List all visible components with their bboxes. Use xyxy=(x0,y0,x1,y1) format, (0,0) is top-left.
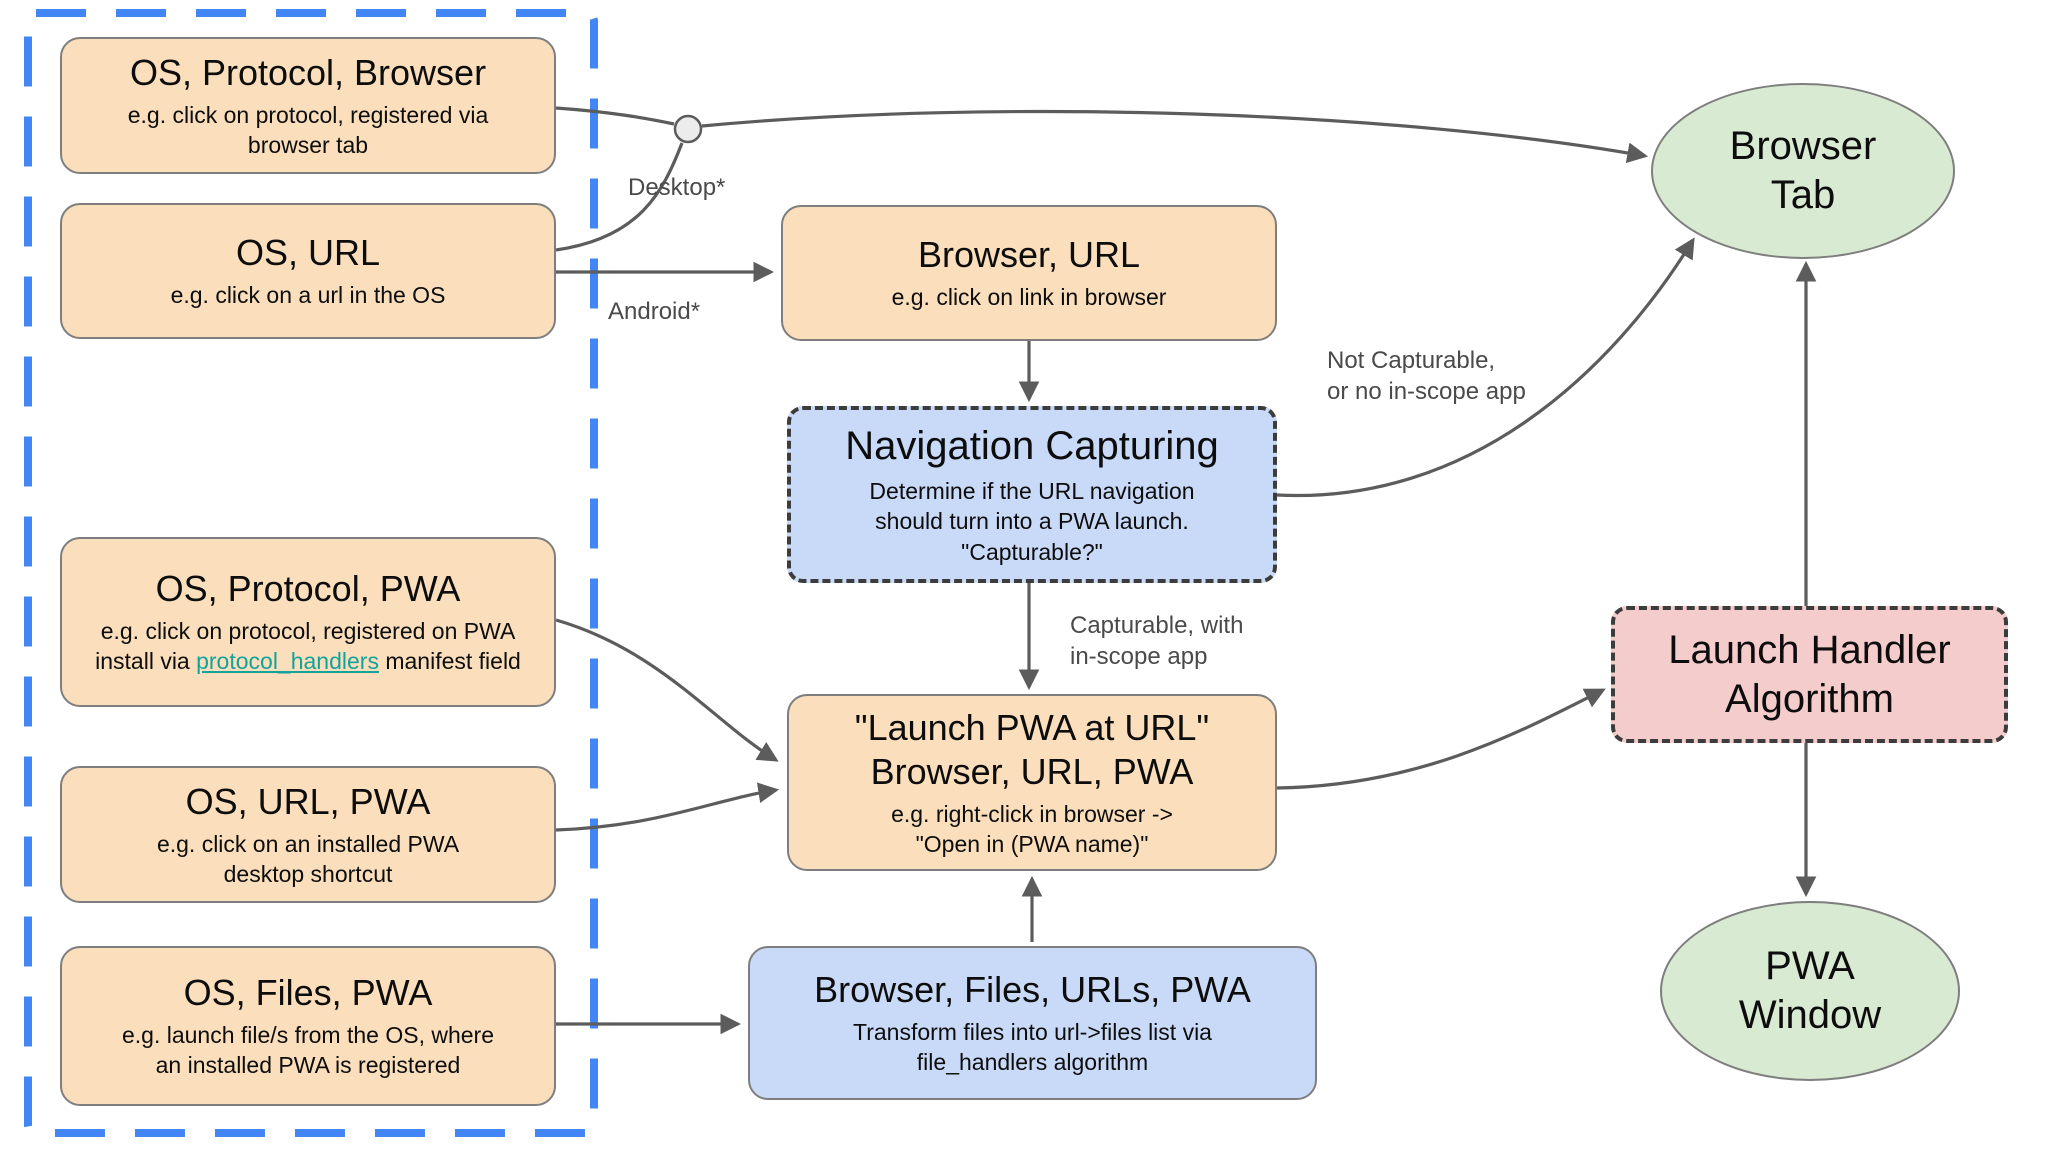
edge-os-protocol-pwa-to-launch-pwa xyxy=(555,618,779,762)
node-title: OS, Files, PWA xyxy=(183,972,433,1014)
edge-label-not-capturable: Not Capturable, or no in-scope app xyxy=(1327,347,1526,406)
desc-text: e.g. click on protocol, registered on PW… xyxy=(95,618,516,675)
node-title: Browser Tab xyxy=(1729,124,1877,217)
edge-launch-pwa-to-launch-handler xyxy=(1276,688,1606,790)
node-title: PWA Window xyxy=(1738,944,1882,1037)
node-launch-pwa-at-url: "Launch PWA at URL" Browser, URL, PWA e.… xyxy=(787,694,1277,871)
node-os-protocol-pwa: OS, Protocol, PWA e.g. click on protocol… xyxy=(60,537,556,707)
node-title: Navigation Capturing xyxy=(845,424,1219,469)
node-os-url-pwa: OS, URL, PWA e.g. click on an installed … xyxy=(60,766,556,903)
node-desc: e.g. click on link in browser xyxy=(891,284,1167,311)
desc-text: manifest field xyxy=(378,648,521,675)
node-desc: e.g. click on protocol, registered on PW… xyxy=(80,616,536,677)
edge-os-url-pwa-to-launch-pwa xyxy=(555,782,780,832)
node-desc: Determine if the URL navigation should t… xyxy=(869,477,1195,565)
edge-label-capturable: Capturable, with in-scope app xyxy=(1070,612,1244,671)
node-title: OS, URL, PWA xyxy=(185,780,431,822)
node-desc: e.g. click on a url in the OS xyxy=(170,282,446,309)
node-os-files-pwa: OS, Files, PWA e.g. launch file/s from t… xyxy=(60,946,556,1106)
node-desc: e.g. click on protocol, registered via b… xyxy=(127,101,489,158)
node-title: OS, Protocol, PWA xyxy=(155,568,461,610)
node-desc: e.g. click on an installed PWA desktop s… xyxy=(156,830,460,887)
node-title: Launch Handler Algorithm xyxy=(1668,627,1951,721)
node-title: OS, Protocol, Browser xyxy=(129,51,487,93)
os-sources-container xyxy=(24,9,598,1137)
node-browser-tab: Browser Tab xyxy=(1651,83,1955,259)
edge-os-protocol-browser-to-junction xyxy=(555,106,675,126)
node-desc: e.g. right-click in browser -> "Open in … xyxy=(891,800,1173,857)
protocol-handlers-link[interactable]: protocol_handlers xyxy=(196,648,379,675)
node-pwa-window: PWA Window xyxy=(1660,901,1960,1081)
node-navigation-capturing: Navigation Capturing Determine if the UR… xyxy=(787,406,1277,583)
edge-junction-to-browser-tab xyxy=(701,109,1649,164)
node-title: Browser, URL xyxy=(917,234,1141,276)
merge-junction-dot xyxy=(673,114,703,144)
node-title: OS, URL xyxy=(235,232,381,274)
edge-navigation-capturing-to-browser-tab xyxy=(1276,237,1695,498)
node-os-url: OS, URL e.g. click on a url in the OS xyxy=(60,203,556,339)
node-title: "Launch PWA at URL" Browser, URL, PWA xyxy=(854,706,1210,792)
node-desc: Transform files into url->files list via… xyxy=(853,1019,1212,1076)
node-title: Browser, Files, URLs, PWA xyxy=(814,969,1251,1011)
node-desc: e.g. launch file/s from the OS, where an… xyxy=(121,1022,494,1079)
edge-label-android: Android* xyxy=(608,298,701,325)
edge-label-desktop: Desktop* xyxy=(628,174,726,201)
node-os-protocol-browser: OS, Protocol, Browser e.g. click on prot… xyxy=(60,37,556,174)
node-browser-url: Browser, URL e.g. click on link in brows… xyxy=(781,205,1277,341)
node-launch-handler-algorithm: Launch Handler Algorithm xyxy=(1611,606,2008,743)
node-browser-files-urls-pwa: Browser, Files, URLs, PWA Transform file… xyxy=(748,946,1317,1100)
edge-os-url-to-junction-desktop xyxy=(555,142,684,252)
